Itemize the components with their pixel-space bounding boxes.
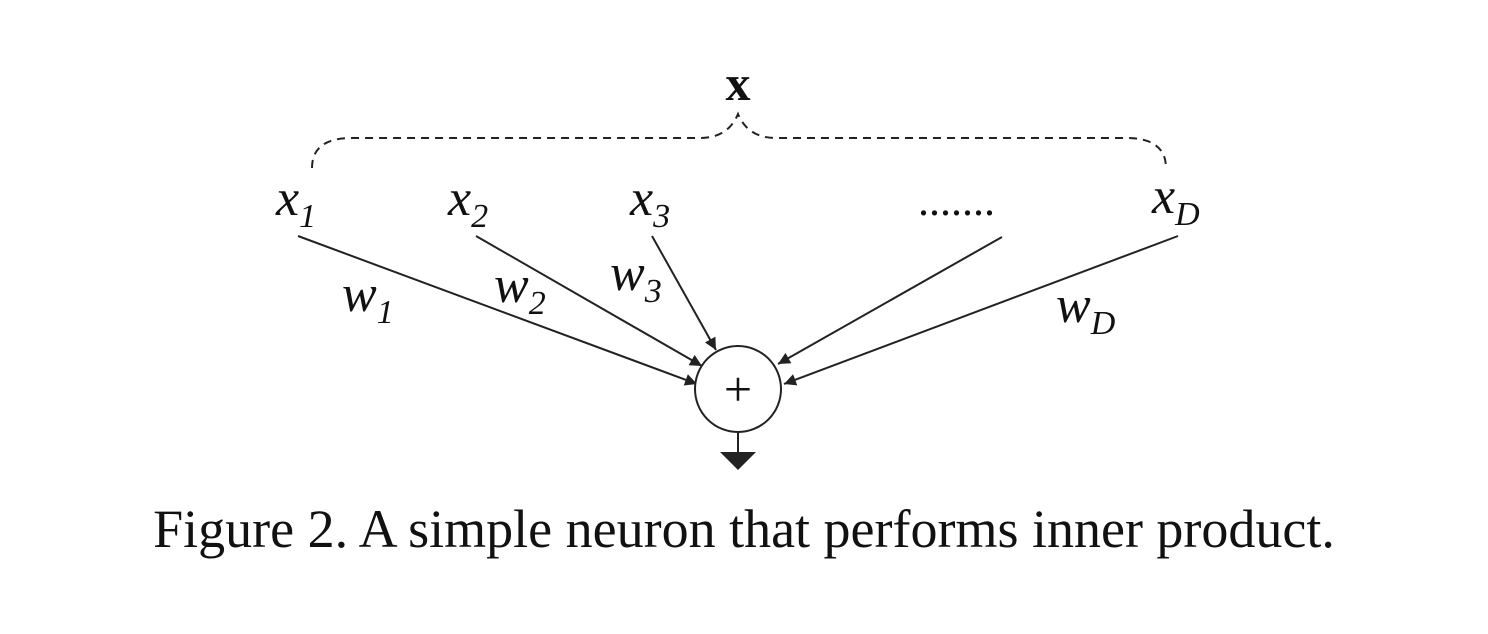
input-x3: x3 <box>629 170 670 235</box>
edge-x1 <box>297 235 698 386</box>
vector-label: x <box>726 55 751 111</box>
edge-ellipsis <box>777 236 1003 365</box>
input-x1: x1 <box>275 170 316 235</box>
sum-symbol: + <box>724 361 752 417</box>
figure-caption: Figure 2. A simple neuron that performs … <box>153 499 1335 559</box>
input-brace <box>311 111 1167 169</box>
input-xD: xD <box>1151 168 1200 233</box>
input-x2: x2 <box>447 170 488 235</box>
input-ellipsis: ....... <box>918 176 995 225</box>
edge-x2 <box>475 235 703 367</box>
weight-w2: w2 <box>494 257 546 322</box>
edge-x3 <box>651 235 717 351</box>
weight-wD: wD <box>1056 277 1116 342</box>
weight-w1: w1 <box>342 266 394 331</box>
weight-w3: w3 <box>610 245 662 310</box>
output-arrowhead <box>720 452 756 470</box>
edge-xD <box>783 235 1179 386</box>
